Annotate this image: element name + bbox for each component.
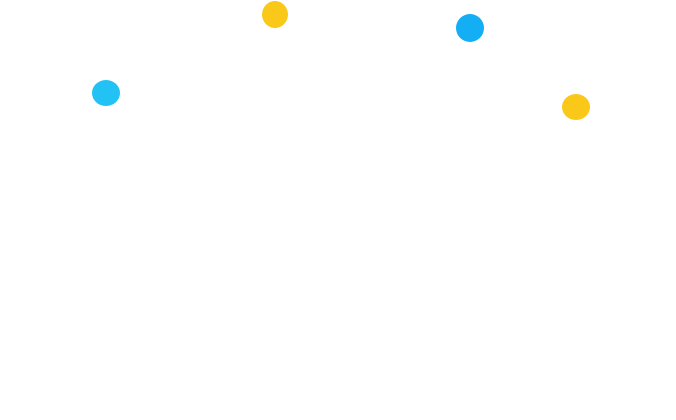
blue-dot bbox=[456, 14, 484, 42]
yellow-dot bbox=[562, 94, 590, 120]
yellow-dot bbox=[262, 1, 288, 28]
blue-dot bbox=[92, 80, 120, 106]
